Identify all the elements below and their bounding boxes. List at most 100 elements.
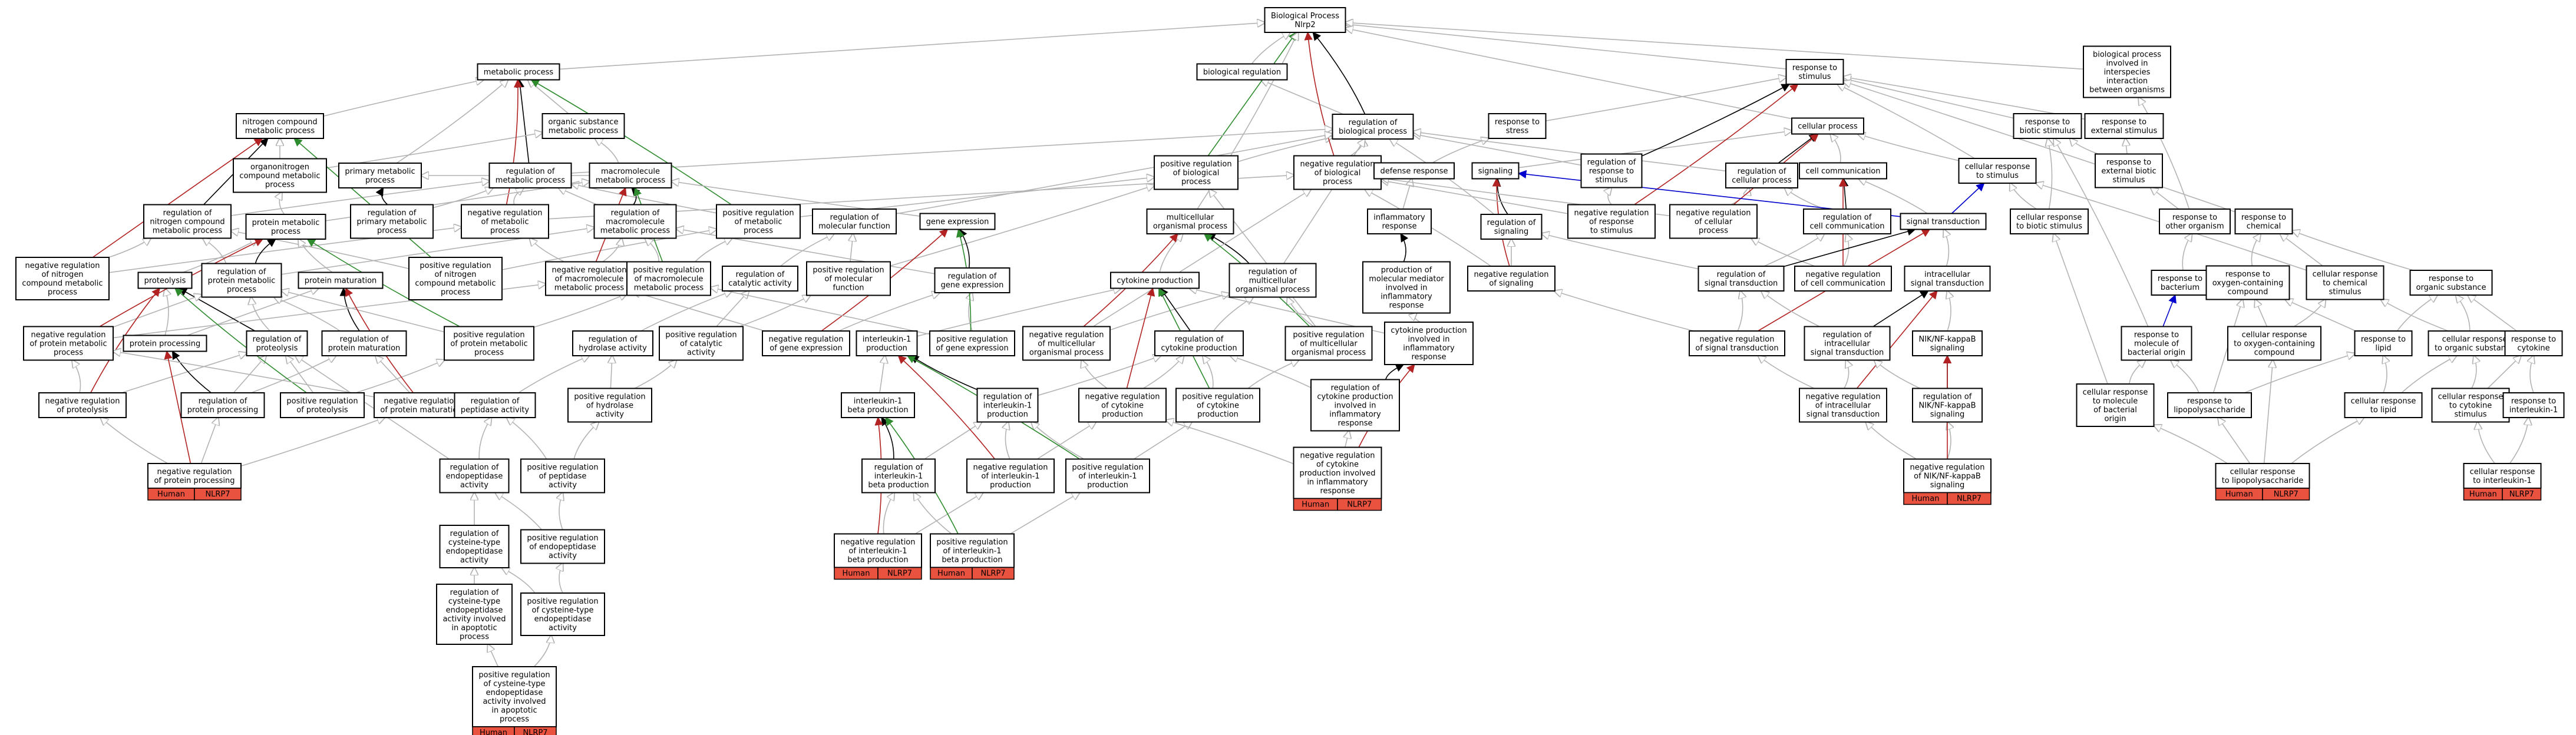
go-term-node-breg[interactable]: biological regulation — [1196, 63, 1288, 81]
go-term-node-signaling[interactable]: signaling — [1471, 162, 1520, 180]
go-term-node-defense[interactable]: defense response — [1373, 162, 1455, 180]
go-term-node-cytoprod[interactable]: cytokine production — [1110, 272, 1200, 289]
go-term-node-proteolysis[interactable]: proteolysis — [137, 272, 193, 289]
go-term-node-metab[interactable]: metabolic process — [477, 63, 560, 81]
go-term-node-cellproc[interactable]: cellular process — [1791, 117, 1864, 135]
go-term-node-sigtrans[interactable]: signal transduction — [1900, 213, 1987, 230]
go-term-node-protmat[interactable]: protein maturation — [298, 272, 384, 289]
go-term-node-geneexp[interactable]: gene expression — [919, 213, 996, 230]
